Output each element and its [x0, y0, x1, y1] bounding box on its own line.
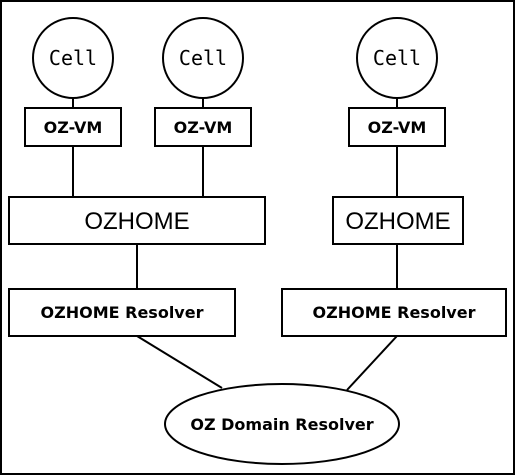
- vm-box-1: OZ-VM: [24, 107, 122, 147]
- cell-node-1: Cell: [32, 17, 114, 99]
- ozhome-box-1: OZHOME: [8, 196, 266, 245]
- ozhome-resolver-box-1: OZHOME Resolver: [8, 288, 236, 337]
- connector-resolver1-domain: [136, 335, 223, 389]
- domain-resolver-ellipse: [164, 383, 400, 465]
- oz-domain-resolver-node: OZ Domain Resolver: [164, 383, 400, 465]
- ozhome-rect: [8, 196, 266, 245]
- resolver-label: OZHOME Resolver: [313, 303, 476, 322]
- ozhome-rect: [332, 196, 464, 245]
- vm-rect: [154, 107, 252, 147]
- cell-circle: [356, 17, 438, 99]
- cell-circle: [32, 17, 114, 99]
- resolver-label: OZHOME Resolver: [41, 303, 204, 322]
- ozhome-label: OZHOME: [345, 208, 450, 235]
- cell-label: Cell: [49, 46, 97, 70]
- vm-label: OZ-VM: [368, 118, 427, 137]
- cell-circle: [162, 17, 244, 99]
- cell-node-3: Cell: [356, 17, 438, 99]
- ozhome-box-2: OZHOME: [332, 196, 464, 245]
- ozhome-label: OZHOME: [84, 208, 189, 235]
- connector-resolver2-domain: [346, 335, 398, 391]
- vm-box-2: OZ-VM: [154, 107, 252, 147]
- cell-node-2: Cell: [162, 17, 244, 99]
- resolver-rect: [281, 288, 507, 337]
- vm-box-3: OZ-VM: [348, 107, 446, 147]
- ozhome-resolver-box-2: OZHOME Resolver: [281, 288, 507, 337]
- vm-rect: [24, 107, 122, 147]
- cell-label: Cell: [373, 46, 421, 70]
- vm-label: OZ-VM: [44, 118, 103, 137]
- domain-resolver-label: OZ Domain Resolver: [190, 415, 373, 434]
- resolver-rect: [8, 288, 236, 337]
- vm-rect: [348, 107, 446, 147]
- vm-label: OZ-VM: [174, 118, 233, 137]
- cell-label: Cell: [179, 46, 227, 70]
